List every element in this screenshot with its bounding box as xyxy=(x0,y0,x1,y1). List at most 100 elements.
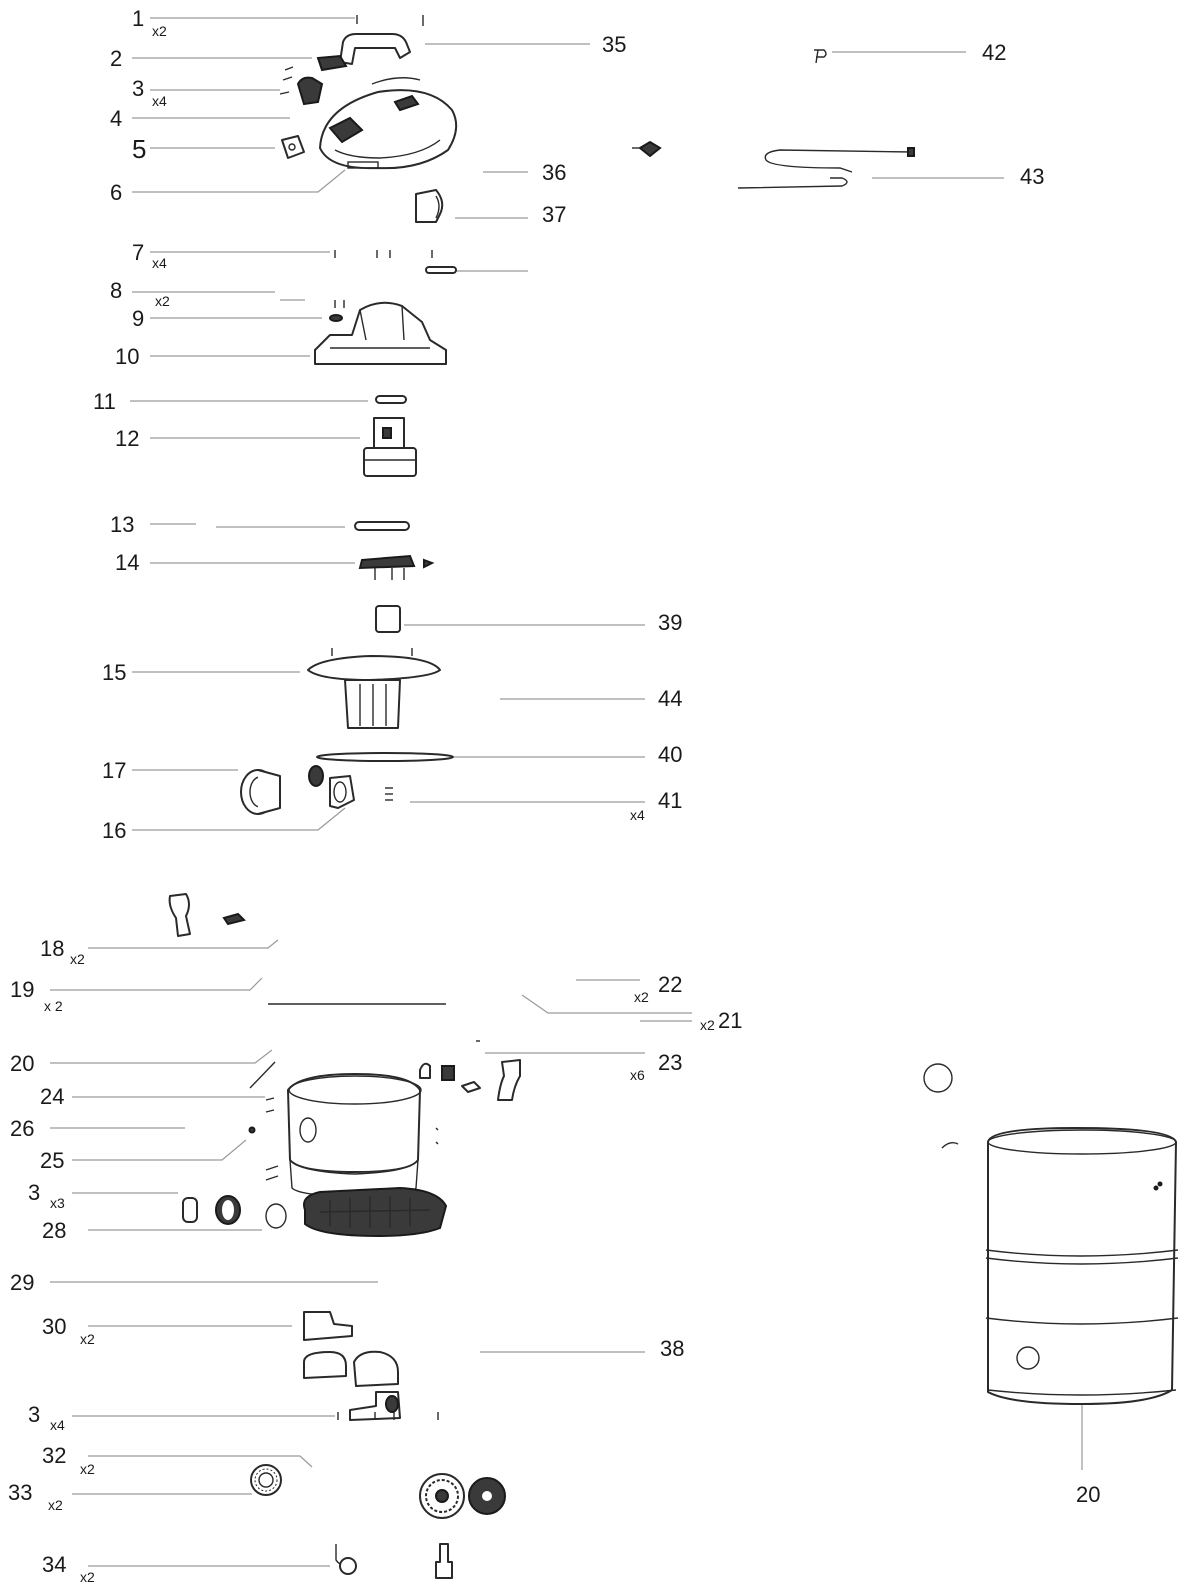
callout-quantity: x4 xyxy=(152,93,167,109)
wheel-icon xyxy=(419,1473,506,1519)
caster-bracket-icon xyxy=(353,1350,399,1387)
callout-number: 44 xyxy=(658,686,682,711)
callout-number: 34 xyxy=(42,1552,66,1577)
motor-mount-icon xyxy=(358,554,435,580)
callout-number: 21 xyxy=(718,1008,742,1033)
callout-number: 23 xyxy=(658,1050,682,1075)
plate-icon xyxy=(281,135,305,159)
gasket-icon xyxy=(425,266,457,274)
latch-icon xyxy=(316,54,348,72)
screw-icon xyxy=(334,300,345,308)
flat-gasket-icon xyxy=(354,521,410,531)
screw-icon xyxy=(265,1127,439,1181)
motor-housing-icon xyxy=(314,301,447,365)
carry-handle-icon xyxy=(339,33,411,65)
hose-holder-icon xyxy=(168,893,191,937)
caster-bracket-icon xyxy=(303,1351,347,1379)
hose-holder-icon xyxy=(497,1059,521,1101)
callout-number: 3 xyxy=(28,1402,40,1427)
callout-number: 9 xyxy=(132,306,144,331)
callout-labels: 1 x2 2 3 x4 4 5 6 7 x4 8 x2 9 10 11 12 1… xyxy=(8,6,1100,1585)
callout-number: 29 xyxy=(10,1270,34,1295)
callout-number: 38 xyxy=(660,1336,684,1361)
callout-number: 40 xyxy=(658,742,682,767)
callout-quantity: x3 xyxy=(50,1195,65,1211)
callout-number: 26 xyxy=(10,1116,34,1141)
callout-number: 36 xyxy=(542,160,566,185)
wheel-icon xyxy=(250,1464,282,1496)
callout-quantity: x 2 xyxy=(44,998,63,1014)
callout-quantity: x2 xyxy=(80,1331,95,1347)
callout-quantity: x2 xyxy=(155,293,170,309)
latch-icon xyxy=(419,1062,431,1079)
power-cord-icon xyxy=(632,140,915,189)
callout-number: 11 xyxy=(93,389,116,414)
screw-icon xyxy=(337,1412,439,1420)
hook-icon xyxy=(222,912,246,926)
callout-number: 39 xyxy=(658,610,682,635)
callout-quantity: x4 xyxy=(50,1417,65,1433)
inlet-flange-icon xyxy=(308,765,324,787)
tank-icon xyxy=(287,1073,422,1197)
screw-icon xyxy=(279,66,294,95)
callout-number: 22 xyxy=(658,972,682,997)
spring-icon xyxy=(329,314,343,322)
callout-number: 5 xyxy=(132,134,146,164)
screw-icon xyxy=(356,15,424,26)
callout-quantity: x2 xyxy=(700,1017,715,1033)
callout-number: 8 xyxy=(110,278,122,303)
callout-number: 16 xyxy=(102,818,126,843)
callout-number: 30 xyxy=(42,1314,66,1339)
callout-quantity: x6 xyxy=(630,1067,645,1083)
latch-icon xyxy=(441,1065,455,1081)
callout-number: 10 xyxy=(115,344,139,369)
o-ring-icon xyxy=(265,1203,287,1229)
clip-icon xyxy=(814,49,827,64)
callout-number: 7 xyxy=(132,240,144,265)
assembled-tank-icon xyxy=(923,1063,1179,1405)
part-drawings xyxy=(168,15,1179,1579)
callout-quantity: x4 xyxy=(630,807,645,823)
callout-number: 28 xyxy=(42,1218,66,1243)
callout-number: 15 xyxy=(102,660,126,685)
screw-icon xyxy=(334,250,433,258)
filter-bag-icon xyxy=(415,189,444,223)
callout-number: 19 xyxy=(10,977,34,1002)
caster-bracket-icon xyxy=(303,1311,353,1341)
callout-quantity: x2 xyxy=(80,1461,95,1477)
callout-number: 43 xyxy=(1020,164,1044,189)
leader-lines xyxy=(50,17,1083,1567)
callout-quantity: x2 xyxy=(80,1569,95,1585)
screw-icon xyxy=(265,1097,275,1113)
callout-number: 32 xyxy=(42,1443,66,1468)
callout-number: 41 xyxy=(658,788,682,813)
callout-number: 17 xyxy=(102,758,126,783)
seal-ring-icon xyxy=(375,395,407,404)
callout-quantity: x2 xyxy=(48,1497,63,1513)
callout-number: 12 xyxy=(115,426,139,451)
hose-coupling-icon xyxy=(240,769,281,815)
callout-number: 3 xyxy=(132,76,144,101)
callout-number: 20 xyxy=(1076,1482,1100,1507)
callout-number: 2 xyxy=(110,46,122,71)
callout-number: 24 xyxy=(40,1084,64,1109)
callout-number: 20 xyxy=(10,1051,34,1076)
motor-head-cover-icon xyxy=(319,77,458,170)
screw-icon xyxy=(385,787,393,801)
callout-number: 6 xyxy=(110,180,122,205)
dolly-base-icon xyxy=(303,1186,448,1238)
motor-icon xyxy=(363,417,417,477)
caster-wheel-icon xyxy=(335,1543,453,1579)
callout-number: 33 xyxy=(8,1480,32,1505)
callout-number: 18 xyxy=(40,936,64,961)
callout-number: 42 xyxy=(982,40,1006,65)
callout-number: 4 xyxy=(110,106,122,131)
callout-number: 13 xyxy=(110,512,134,537)
callout-number: 37 xyxy=(542,202,566,227)
filter-cage-icon xyxy=(307,648,441,729)
callout-quantity: x2 xyxy=(152,23,167,39)
callout-number: 3 xyxy=(28,1180,40,1205)
clip-icon xyxy=(461,1081,481,1093)
washer-icon xyxy=(248,1126,256,1134)
